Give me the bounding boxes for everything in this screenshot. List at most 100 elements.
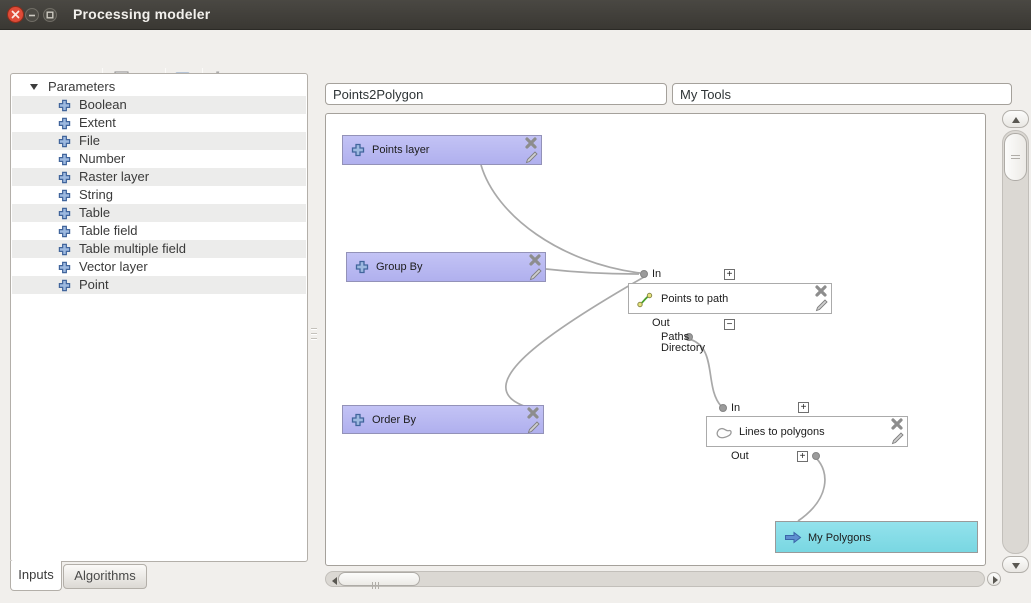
lines-to-polygons-icon [716, 427, 732, 439]
add-parameter-icon [58, 189, 71, 201]
add-parameter-icon [58, 243, 71, 255]
vertical-scrollbar-thumb[interactable] [1004, 133, 1027, 181]
port-paths-label: Paths [661, 331, 690, 343]
collapse-arrow-icon [30, 84, 38, 90]
tree-item-boolean[interactable]: Boolean [12, 96, 306, 114]
node-lines-to-polygons[interactable]: Lines to polygons [706, 416, 908, 447]
expand-icon[interactable]: + [724, 269, 735, 280]
tree-item-file[interactable]: File [12, 132, 306, 150]
add-parameter-icon [58, 153, 71, 165]
delete-node-icon[interactable] [528, 253, 542, 267]
expand-icon[interactable]: + [797, 451, 808, 462]
vertical-scrollbar-track[interactable] [1002, 130, 1029, 554]
add-parameter-icon [58, 225, 71, 237]
edit-node-icon[interactable] [529, 267, 543, 281]
wire-points-layer-to-in [480, 164, 641, 274]
arrow-down-icon [1012, 563, 1020, 569]
delete-node-icon[interactable] [524, 136, 538, 150]
close-button[interactable] [7, 6, 24, 23]
wire-group-by-to-in [545, 268, 640, 275]
tab-algorithms[interactable]: Algorithms [63, 564, 147, 589]
tree-group-parameters[interactable]: Parameters [12, 78, 306, 96]
scroll-right-button[interactable] [987, 572, 1001, 586]
arrow-right-icon [993, 576, 998, 584]
splitter-grip-icon [311, 325, 317, 340]
titlebar: Processing modeler [0, 0, 1031, 30]
node-group-by[interactable]: Group By [346, 252, 546, 282]
input-plus-icon [351, 413, 365, 427]
delete-node-icon[interactable] [890, 417, 904, 431]
add-parameter-icon [58, 135, 71, 147]
connections-layer [480, 164, 826, 522]
tree-item-string[interactable]: String [12, 186, 306, 204]
delete-node-icon[interactable] [526, 406, 540, 420]
window-title: Processing modeler [73, 6, 211, 22]
port-out-label: Out [731, 450, 749, 462]
port-directory-label: Directory [661, 342, 706, 354]
scroll-grip-icon [372, 576, 381, 594]
arrow-up-icon [1012, 117, 1020, 123]
model-group-input[interactable] [672, 83, 1012, 105]
tree-item-table-multiple-field[interactable]: Table multiple field [12, 240, 306, 258]
port-in-label: In [652, 268, 662, 280]
model-name-input[interactable] [325, 83, 667, 105]
port-dot [640, 270, 648, 278]
add-parameter-icon [58, 99, 71, 111]
tree-item-extent[interactable]: Extent [12, 114, 306, 132]
node-order-by[interactable]: Order By [342, 405, 544, 434]
add-parameter-icon [58, 261, 71, 273]
output-arrow-icon [785, 531, 802, 544]
horizontal-scrollbar-track[interactable] [325, 571, 985, 587]
tree-item-vector-layer[interactable]: Vector layer [12, 258, 306, 276]
minimize-button[interactable] [25, 7, 39, 22]
delete-node-icon[interactable] [814, 284, 828, 298]
tab-inputs[interactable]: Inputs [10, 561, 62, 591]
node-label: Lines to polygons [739, 426, 825, 438]
toolbar [0, 30, 1031, 94]
tree-item-point[interactable]: Point [12, 276, 306, 294]
expand-icon[interactable]: + [798, 402, 809, 413]
port-dot [685, 333, 693, 341]
minimize-icon [25, 7, 39, 22]
port-dot [719, 404, 727, 412]
panel-splitter[interactable] [311, 73, 317, 562]
port-dot [812, 452, 820, 460]
node-label: Points layer [372, 144, 430, 156]
collapse-icon[interactable]: − [724, 319, 735, 330]
input-plus-icon [351, 143, 365, 157]
tree-item-table[interactable]: Table [12, 204, 306, 222]
port-in-label: In [731, 402, 741, 414]
scroll-down-button[interactable] [1002, 556, 1029, 573]
node-label: Order By [372, 414, 417, 426]
add-parameter-icon [58, 279, 71, 291]
tree-item-table-field[interactable]: Table field [12, 222, 306, 240]
tree-item-raster-layer[interactable]: Raster layer [12, 168, 306, 186]
node-points-to-path[interactable]: Points to path [628, 283, 832, 314]
arrow-left-icon [332, 577, 337, 585]
maximize-button[interactable] [43, 7, 57, 22]
input-plus-icon [355, 260, 369, 274]
add-parameter-icon [58, 117, 71, 129]
node-points-layer[interactable]: Points layer [342, 135, 542, 165]
inputs-panel: Parameters Boolean Extent File Number Ra… [10, 73, 308, 562]
maximize-icon [43, 7, 57, 22]
wire-paths-to-in [688, 338, 722, 407]
edit-node-icon[interactable] [527, 420, 541, 434]
scroll-grip-icon [1011, 153, 1020, 159]
horizontal-scrollbar-thumb[interactable] [338, 572, 420, 589]
wire-out-to-my-polygons [797, 457, 826, 522]
tree-items: Boolean Extent File Number Raster layer … [12, 96, 306, 294]
close-icon [7, 6, 24, 23]
node-label: My Polygons [808, 532, 871, 544]
add-parameter-icon [58, 171, 71, 183]
scroll-up-button[interactable] [1002, 110, 1029, 128]
edit-node-icon[interactable] [891, 431, 905, 445]
wire-order-by-to-in [505, 276, 645, 407]
edit-node-icon[interactable] [525, 150, 539, 164]
tree-group-label: Parameters [48, 79, 116, 94]
tree-item-number[interactable]: Number [12, 150, 306, 168]
node-my-polygons[interactable]: My Polygons [775, 521, 978, 553]
edit-node-icon[interactable] [815, 298, 829, 312]
model-canvas[interactable]: Points layer Group By Order By In + Poin… [325, 113, 986, 566]
node-label: Points to path [661, 293, 729, 305]
